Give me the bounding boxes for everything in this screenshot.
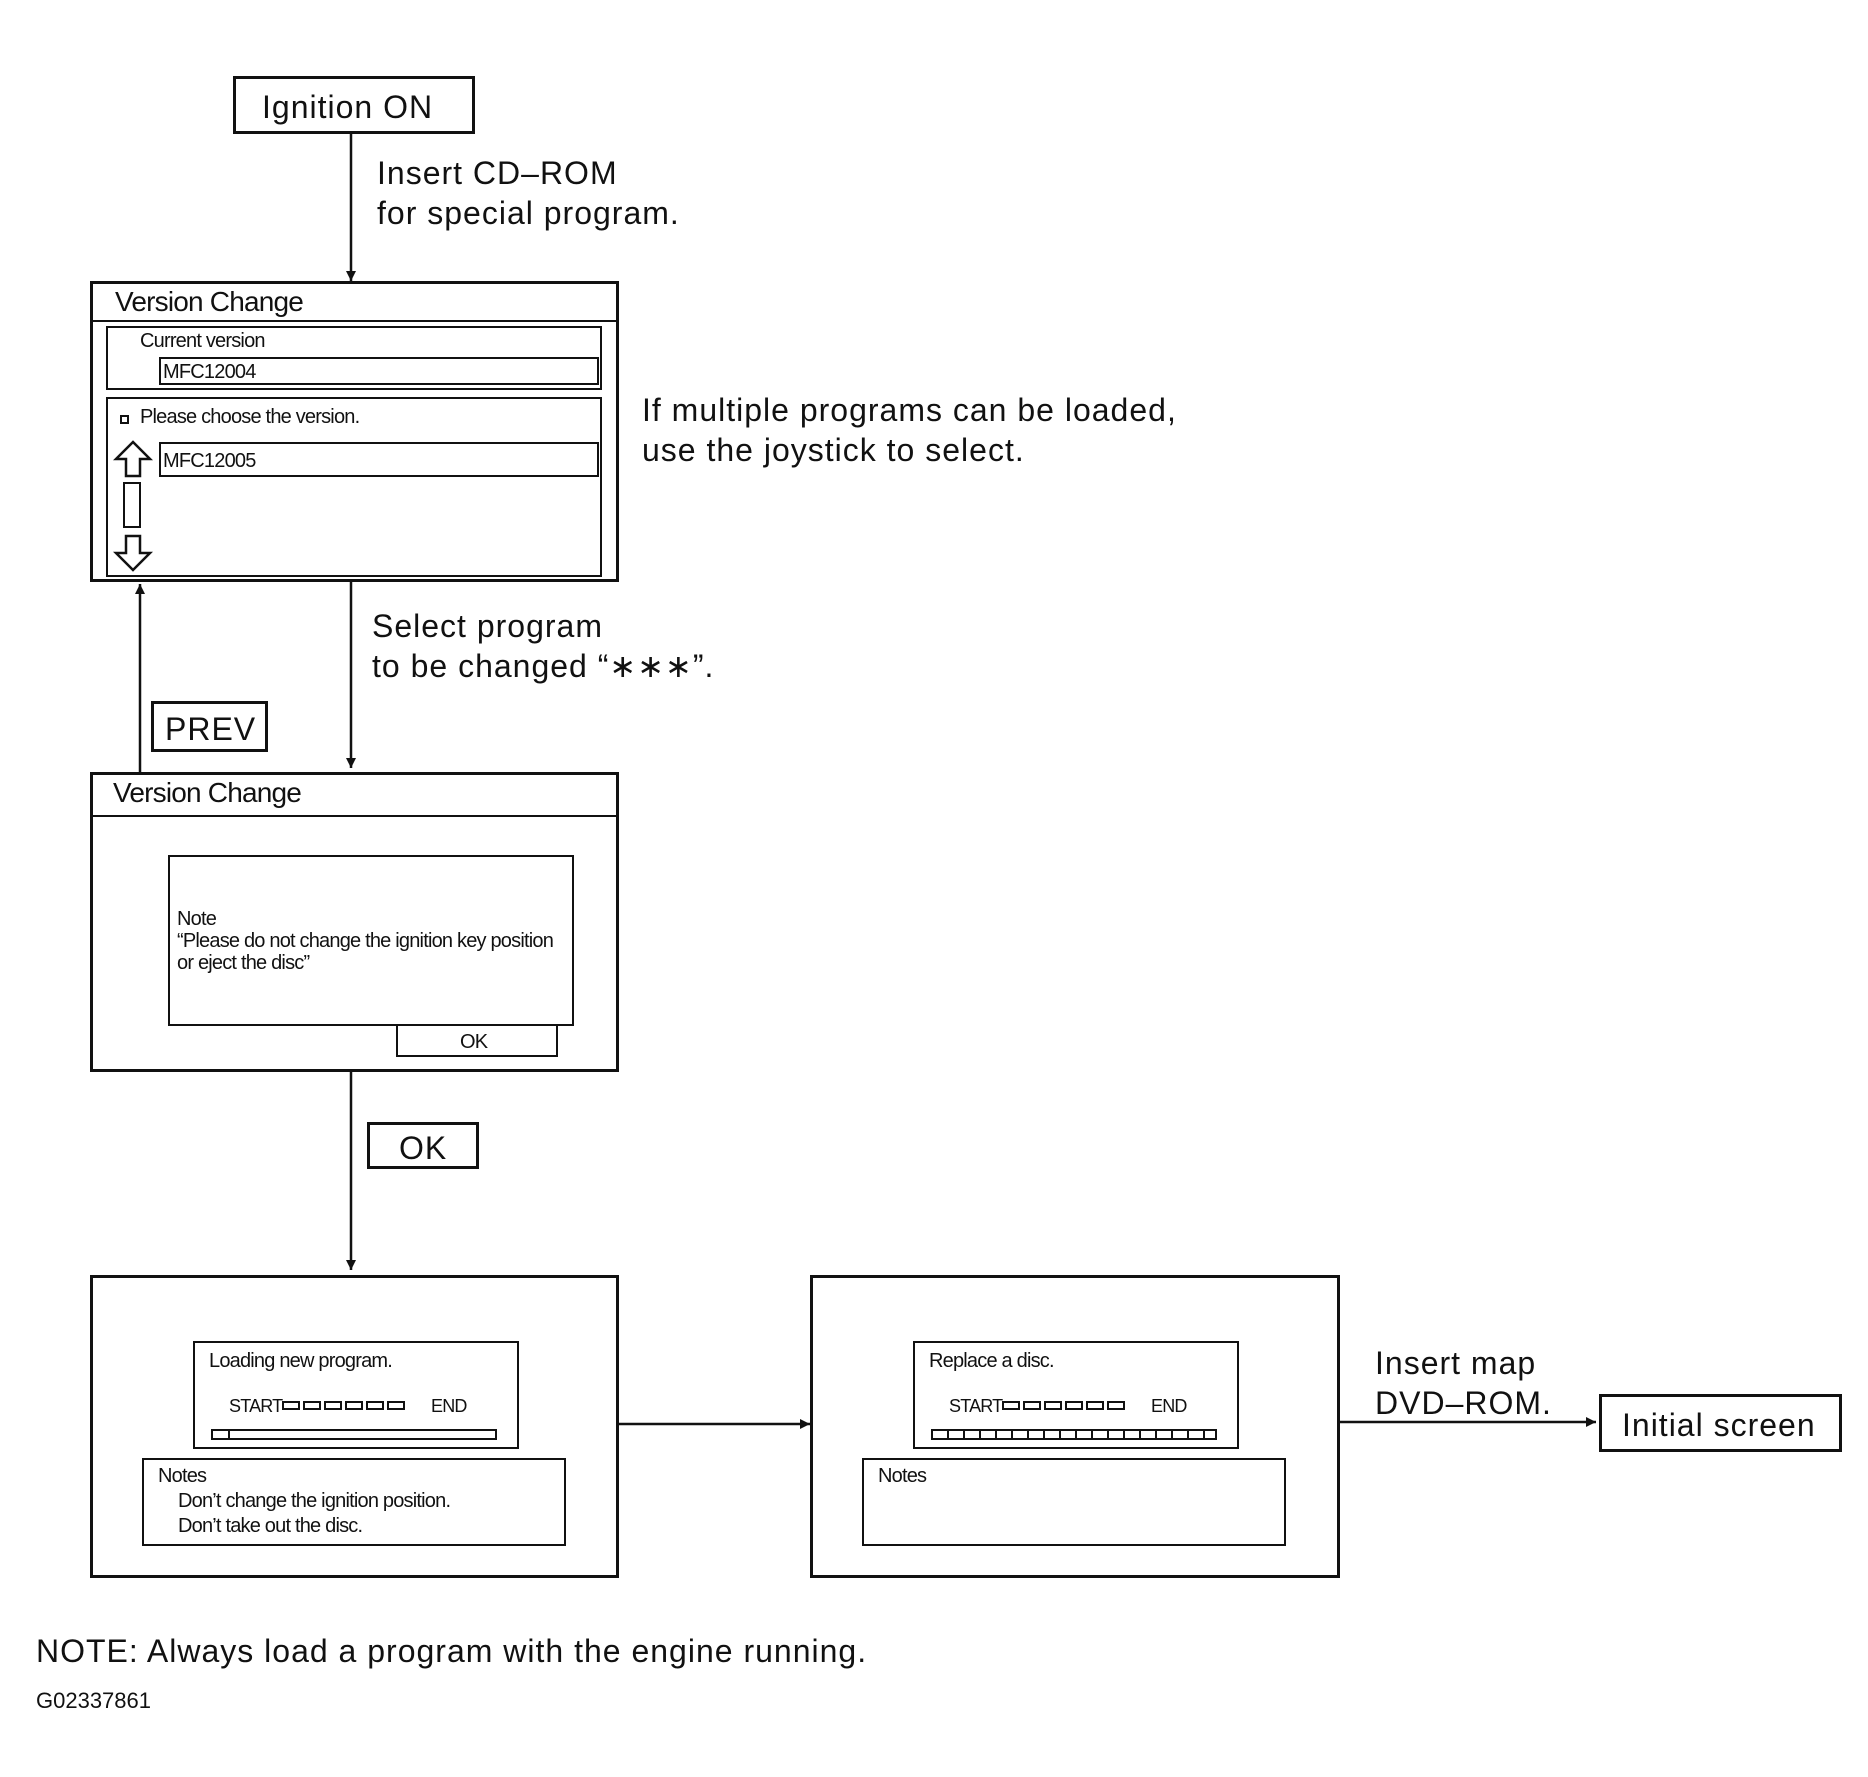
ok-step-button-label: OK bbox=[399, 1130, 448, 1166]
replace-notes-panel: Notes bbox=[862, 1458, 1286, 1546]
current-version-value: MFC12004 bbox=[163, 361, 256, 383]
step-select-program-line2: to be changed “∗∗∗”. bbox=[372, 648, 715, 684]
choose-version-prompt: Please choose the version. bbox=[140, 406, 360, 428]
step-select-program-line1: Select program bbox=[372, 608, 603, 644]
replace-notes-title: Notes bbox=[878, 1465, 927, 1487]
note-dialog: Note “Please do not change the ignition … bbox=[168, 855, 574, 1026]
note-ok-button[interactable]: OK bbox=[396, 1024, 558, 1057]
choose-version-panel: Please choose the version. MFC12005 bbox=[106, 397, 602, 577]
ok-step-button[interactable]: OK bbox=[367, 1122, 479, 1169]
initial-screen-label: Initial screen bbox=[1622, 1407, 1816, 1443]
loading-notes-line2: Don’t take out the disc. bbox=[178, 1515, 363, 1537]
ignition-on-box: Ignition ON bbox=[233, 76, 475, 134]
current-version-label: Current version bbox=[140, 330, 266, 352]
progress-end-label: END bbox=[1151, 1396, 1187, 1416]
screen-title: Version Change bbox=[115, 286, 304, 317]
loading-status-panel: Loading new program. START END bbox=[193, 1341, 519, 1449]
version-change-screen-select: Version Change Current version MFC12004 … bbox=[90, 281, 619, 582]
figure-code: G02337861 bbox=[36, 1688, 151, 1713]
progress-end-label: END bbox=[431, 1396, 467, 1416]
step-insert-cdrom-line2: for special program. bbox=[377, 195, 680, 231]
scroll-down-arrow-icon[interactable] bbox=[113, 533, 153, 573]
loading-notes-line1: Don’t change the ignition position. bbox=[178, 1490, 451, 1512]
loading-notes-title: Notes bbox=[158, 1465, 207, 1487]
progress-start-label: START bbox=[229, 1396, 283, 1416]
progress-segments bbox=[1002, 1401, 1128, 1410]
loading-status-text: Loading new program. bbox=[209, 1350, 393, 1372]
footer-note: NOTE: Always load a program with the eng… bbox=[36, 1633, 868, 1669]
version-change-screen-note: Version Change Note “Please do not chang… bbox=[90, 772, 619, 1072]
title-divider bbox=[93, 815, 616, 817]
note-ok-button-label: OK bbox=[460, 1031, 488, 1053]
progress-segments bbox=[282, 1401, 408, 1410]
version-option-field[interactable]: MFC12005 bbox=[159, 442, 599, 477]
ignition-on-label: Ignition ON bbox=[262, 89, 434, 125]
prev-button[interactable]: PREV bbox=[151, 701, 268, 752]
current-version-panel: Current version MFC12004 bbox=[106, 326, 602, 390]
scrollbar-thumb[interactable] bbox=[123, 482, 141, 528]
loading-screen: Loading new program. START END Notes Don… bbox=[90, 1275, 619, 1578]
loading-progress-bar bbox=[211, 1429, 497, 1440]
multi-program-note-line1: If multiple programs can be loaded, bbox=[642, 392, 1177, 428]
scroll-up-arrow-icon[interactable] bbox=[113, 439, 153, 479]
replace-disc-screen: Replace a disc. START END Notes bbox=[810, 1275, 1340, 1578]
step-insert-map-line2: DVD–ROM. bbox=[1375, 1385, 1552, 1421]
step-insert-cdrom-line1: Insert CD–ROM bbox=[377, 155, 618, 191]
initial-screen-box: Initial screen bbox=[1599, 1394, 1842, 1452]
replace-progress-bar bbox=[931, 1429, 1217, 1440]
note-dialog-line2: or eject the disc” bbox=[177, 952, 310, 974]
loading-progress-fill bbox=[213, 1431, 230, 1438]
note-dialog-title: Note bbox=[177, 908, 217, 930]
step-insert-map-line1: Insert map bbox=[1375, 1345, 1537, 1381]
screen-title: Version Change bbox=[113, 777, 302, 808]
replace-status-text: Replace a disc. bbox=[929, 1350, 1055, 1372]
bullet-icon bbox=[120, 415, 129, 424]
note-dialog-line1: “Please do not change the ignition key p… bbox=[177, 930, 554, 952]
version-option-value: MFC12005 bbox=[163, 450, 256, 472]
prev-button-label: PREV bbox=[165, 711, 257, 747]
loading-notes-panel: Notes Don’t change the ignition position… bbox=[142, 1458, 566, 1546]
current-version-field: MFC12004 bbox=[159, 357, 599, 385]
title-divider bbox=[93, 320, 616, 322]
progress-start-label: START bbox=[949, 1396, 1003, 1416]
replace-status-panel: Replace a disc. START END bbox=[913, 1341, 1239, 1449]
multi-program-note-line2: use the joystick to select. bbox=[642, 432, 1025, 468]
